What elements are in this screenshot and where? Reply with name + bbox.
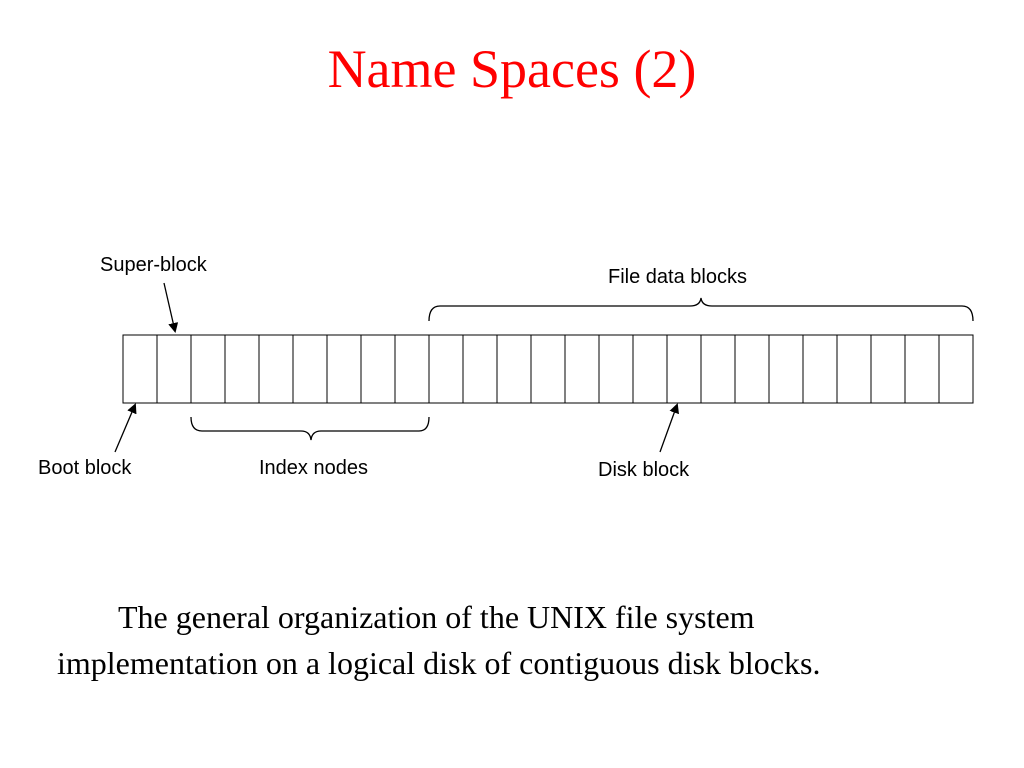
disk-block-cell [360,334,396,404]
index-nodes-label: Index nodes [259,457,368,479]
disk-block-strip [122,334,974,404]
slide-title: Name Spaces (2) [327,39,697,99]
disk-block-cell [462,334,498,404]
disk-block-cell [496,334,532,404]
disk-block-cell [190,334,226,404]
disk-block-cell [666,334,702,404]
disk-block-cell [938,334,974,404]
boot-block-arrow [114,403,137,453]
disk-block-cell [564,334,600,404]
disk-block-cell [292,334,328,404]
disk-block-label: Disk block [598,459,690,481]
disk-block-cell [394,334,430,404]
disk-block-cell [530,334,566,404]
disk-block-cell [836,334,872,404]
disk-block-arrow [659,403,679,453]
super-block-label: Super-block [100,254,208,276]
disk-block-cell [734,334,770,404]
file-data-blocks-label: File data blocks [608,266,747,288]
caption-line-1: The general organization of the UNIX fil… [118,599,755,635]
disk-block-cell [224,334,260,404]
index-nodes-brace [190,416,430,441]
disk-block-cell [122,334,158,404]
disk-block-cell [802,334,838,404]
caption-line-2: implementation on a logical disk of cont… [57,645,821,681]
super-block-arrow [163,282,179,333]
boot-block-label: Boot block [38,457,132,479]
disk-block-cell [258,334,294,404]
disk-block-cell [768,334,804,404]
disk-block-cell [598,334,634,404]
disk-block-cell [700,334,736,404]
disk-block-cell [428,334,464,404]
disk-block-cell [326,334,362,404]
disk-block-cell [632,334,668,404]
disk-block-cell [156,334,192,404]
disk-block-cell [870,334,906,404]
file-data-blocks-brace [428,297,974,322]
disk-block-cell [904,334,940,404]
